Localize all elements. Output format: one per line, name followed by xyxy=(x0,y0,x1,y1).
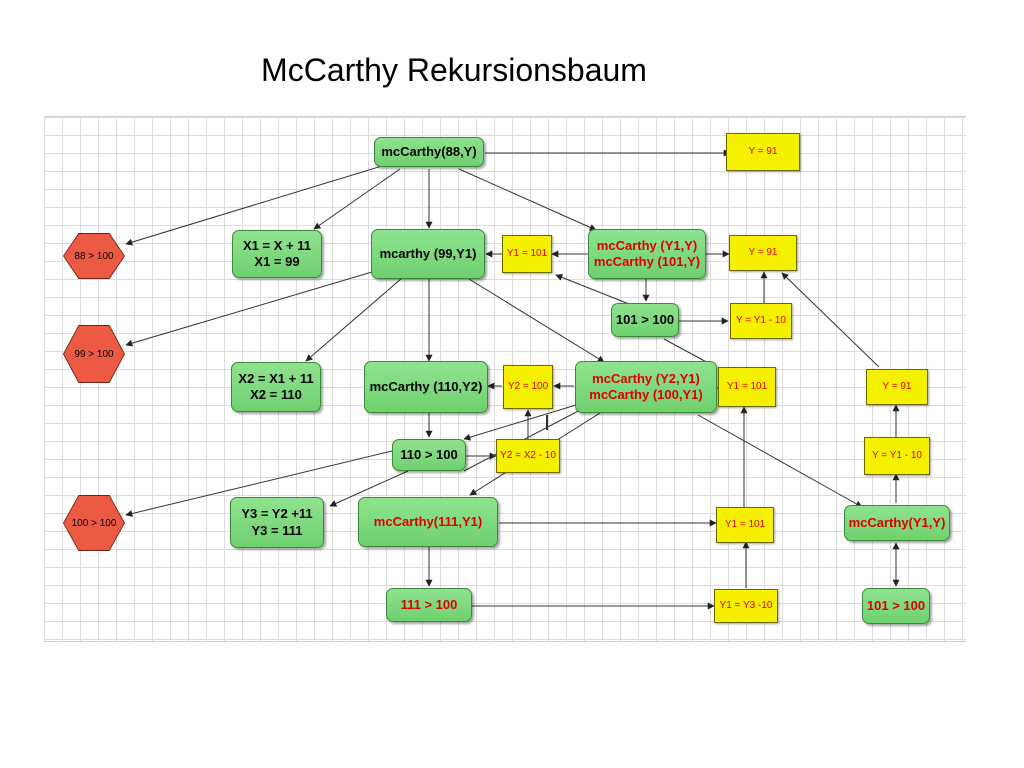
node-y-equals-y1-minus-10: Y = Y1 - 10 xyxy=(730,303,792,339)
node-cond-101-gt-100-right: 101 > 100 xyxy=(862,588,930,624)
node-hex-100-gt-100: 100 > 100 xyxy=(63,495,125,551)
edge-mc88-to-mcY1 xyxy=(458,168,597,231)
node-y1-equals-y3-minus-10: Y1 = Y3 -10 xyxy=(714,589,778,623)
edge-mcY2-to-mcY1Yright xyxy=(697,414,863,508)
edge-mc99-to-x2 xyxy=(305,277,403,362)
edge-c101-to-mcY1 xyxy=(555,274,630,305)
edge-c101-tail xyxy=(663,338,713,366)
node-y1-equals-101-a: Y1 = 101 xyxy=(502,235,552,273)
node-y-equals-y1-minus-10-right: Y = Y1 - 10 xyxy=(864,437,930,475)
node-x2-assign: X2 = X1 + 11 X2 = 110 xyxy=(231,362,321,412)
edge-mc99-to-hex99 xyxy=(125,271,373,347)
node-mcarthy-99: mcarthy (99,Y1) xyxy=(371,229,485,279)
edge-mc88-to-x1 xyxy=(313,168,401,230)
edge-y91right-to-y91mid xyxy=(781,272,880,368)
node-hex-88-gt-100: 88 > 100 xyxy=(63,233,125,279)
edge-c110-to-hex100 xyxy=(125,450,393,517)
page-title: McCarthy Rekursionsbaum xyxy=(261,52,647,88)
node-y2-equals-x2-minus-10: Y2 = X2 - 10 xyxy=(496,439,560,473)
node-x1-assign: X1 = X + 11 X1 = 99 xyxy=(232,230,322,278)
node-y-equals-91-top: Y = 91 xyxy=(726,133,800,171)
diagram-canvas: mcCarthy(88,Y) Y = 91 88 > 100 X1 = X + … xyxy=(44,116,966,642)
node-mccarthy-110: mcCarthy (110,Y2) xyxy=(364,361,488,413)
node-cond-101-gt-100: 101 > 100 xyxy=(611,303,679,337)
node-mccarthy-y1-y: mcCarthy (Y1,Y) mcCarthy (101,Y) xyxy=(588,229,706,279)
node-mccarthy-111: mcCarthy(111,Y1) xyxy=(358,497,498,547)
node-y2-equals-100: Y2 = 100 xyxy=(503,365,553,409)
edge-mc99-to-mcY2 xyxy=(468,278,605,363)
node-y1-equals-101-b: Y1 = 101 xyxy=(718,367,776,407)
node-y-equals-91-right: Y = 91 xyxy=(866,369,928,405)
node-y3-assign: Y3 = Y2 +11 Y3 = 111 xyxy=(230,497,324,548)
node-cond-111-gt-100: 111 > 100 xyxy=(386,588,472,622)
node-mccarthy-y2-y1: mcCarthy (Y2,Y1) mcCarthy (100,Y1) xyxy=(575,361,717,413)
node-mccarthy-y1-y-right: mcCarthy(Y1,Y) xyxy=(844,505,950,541)
edge-mcY2-to-c110 xyxy=(463,404,577,441)
node-mccarthy-88: mcCarthy(88,Y) xyxy=(374,137,484,167)
node-y1-equals-101-c: Y1 = 101 xyxy=(716,507,774,543)
node-cond-110-gt-100: 110 > 100 xyxy=(392,439,466,471)
edge-mc88-to-hex88 xyxy=(125,165,383,246)
node-y-equals-91-mid: Y = 91 xyxy=(729,235,797,271)
edges-layer xyxy=(125,149,900,610)
edge-c110-to-y3 xyxy=(329,470,409,507)
